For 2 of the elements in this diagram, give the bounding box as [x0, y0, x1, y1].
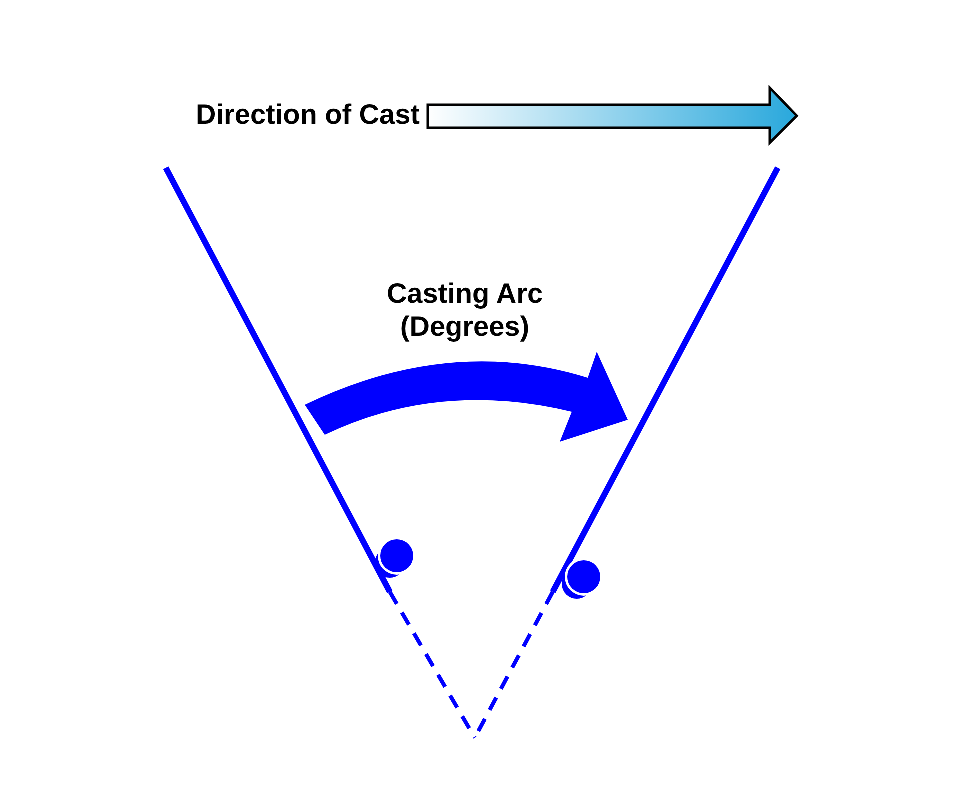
arc-label: Casting Arc (Degrees) [386, 277, 544, 343]
arrow-label: Direction of Cast [196, 98, 420, 131]
